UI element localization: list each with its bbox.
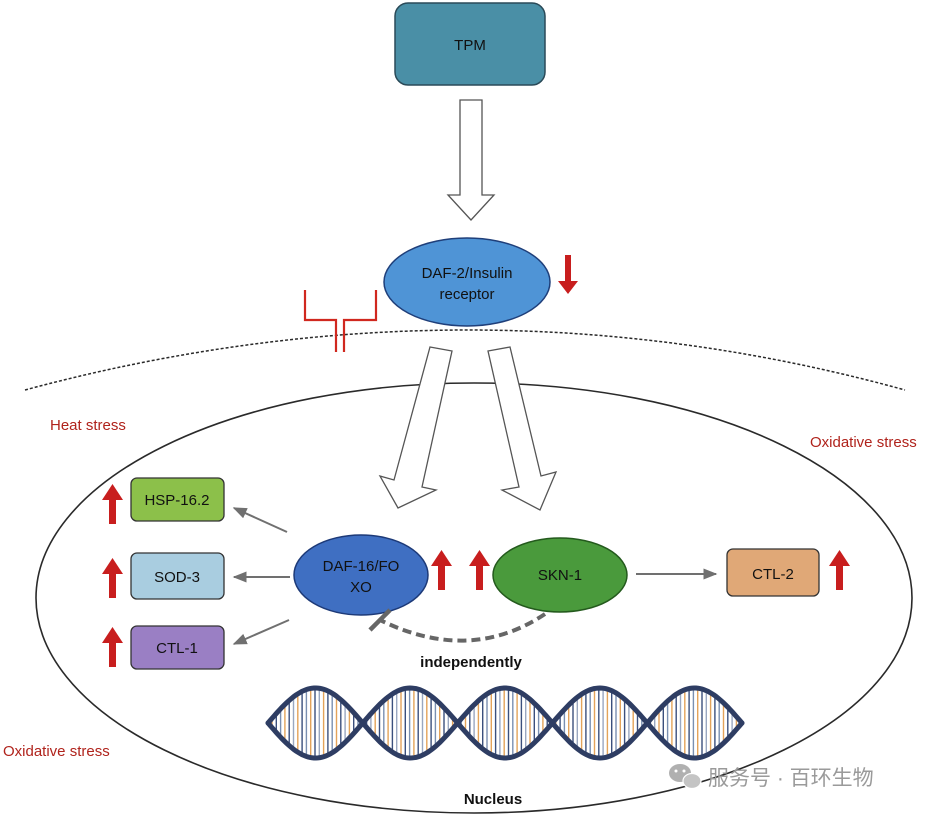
hsp16-box [130,477,225,522]
skn1-node [492,537,628,613]
wechat-icon [669,764,702,790]
receptor-icon [303,290,378,352]
ctl2-box [726,548,820,597]
tpm-box [394,2,546,86]
sod3-box [130,552,225,600]
arrow-daf16-to-hsp16 [232,507,288,533]
dna-helix-icon [265,685,745,761]
nucleus-label: Nucleus [464,791,522,808]
daf16-up-arrow-icon [431,550,452,590]
independently-label: independently [420,654,522,671]
daf16-node [293,534,429,616]
inhibition-skn1-to-daf16 [379,612,547,643]
daf16-label-line1: DAF-16/FO [323,558,400,575]
tpm-label: TPM [454,37,486,54]
sod3-up-arrow-icon [102,558,123,598]
ctl2-label: CTL-2 [752,566,794,583]
daf2-node [383,237,551,327]
arrow-daf2-to-daf16 [378,346,453,509]
daf2-label-line1: DAF-2/Insulin [422,265,513,282]
arrow-tpm-to-daf2 [446,99,496,221]
arrow-daf16-to-ctl1 [232,619,290,645]
skn1-up-arrow-icon [469,550,490,590]
hsp16-label: HSP-16.2 [144,492,209,509]
daf2-label-line2: receptor [439,286,494,303]
cell-membrane [24,329,906,391]
heat-stress-label: Heat stress [50,417,126,434]
watermark: 服务号 · 百环生物 [669,764,874,790]
oxidative-stress-right-label: Oxidative stress [810,434,917,451]
skn1-label: SKN-1 [538,567,582,584]
ctl1-box [130,625,225,670]
nucleus-boundary [35,382,913,814]
sod3-label: SOD-3 [154,569,200,586]
ctl1-label: CTL-1 [156,640,198,657]
ctl1-up-arrow-icon [102,627,123,667]
daf2-down-arrow-icon [558,255,578,294]
arrow-daf2-to-skn1 [487,346,558,511]
daf16-label-line2: XO [350,579,372,596]
watermark-text: 服务号 · 百环生物 [708,767,874,790]
inhibition-bar [368,608,392,632]
hsp16-up-arrow-icon [102,484,123,524]
oxidative-stress-left-label: Oxidative stress [3,743,110,760]
ctl2-up-arrow-icon [829,550,850,590]
